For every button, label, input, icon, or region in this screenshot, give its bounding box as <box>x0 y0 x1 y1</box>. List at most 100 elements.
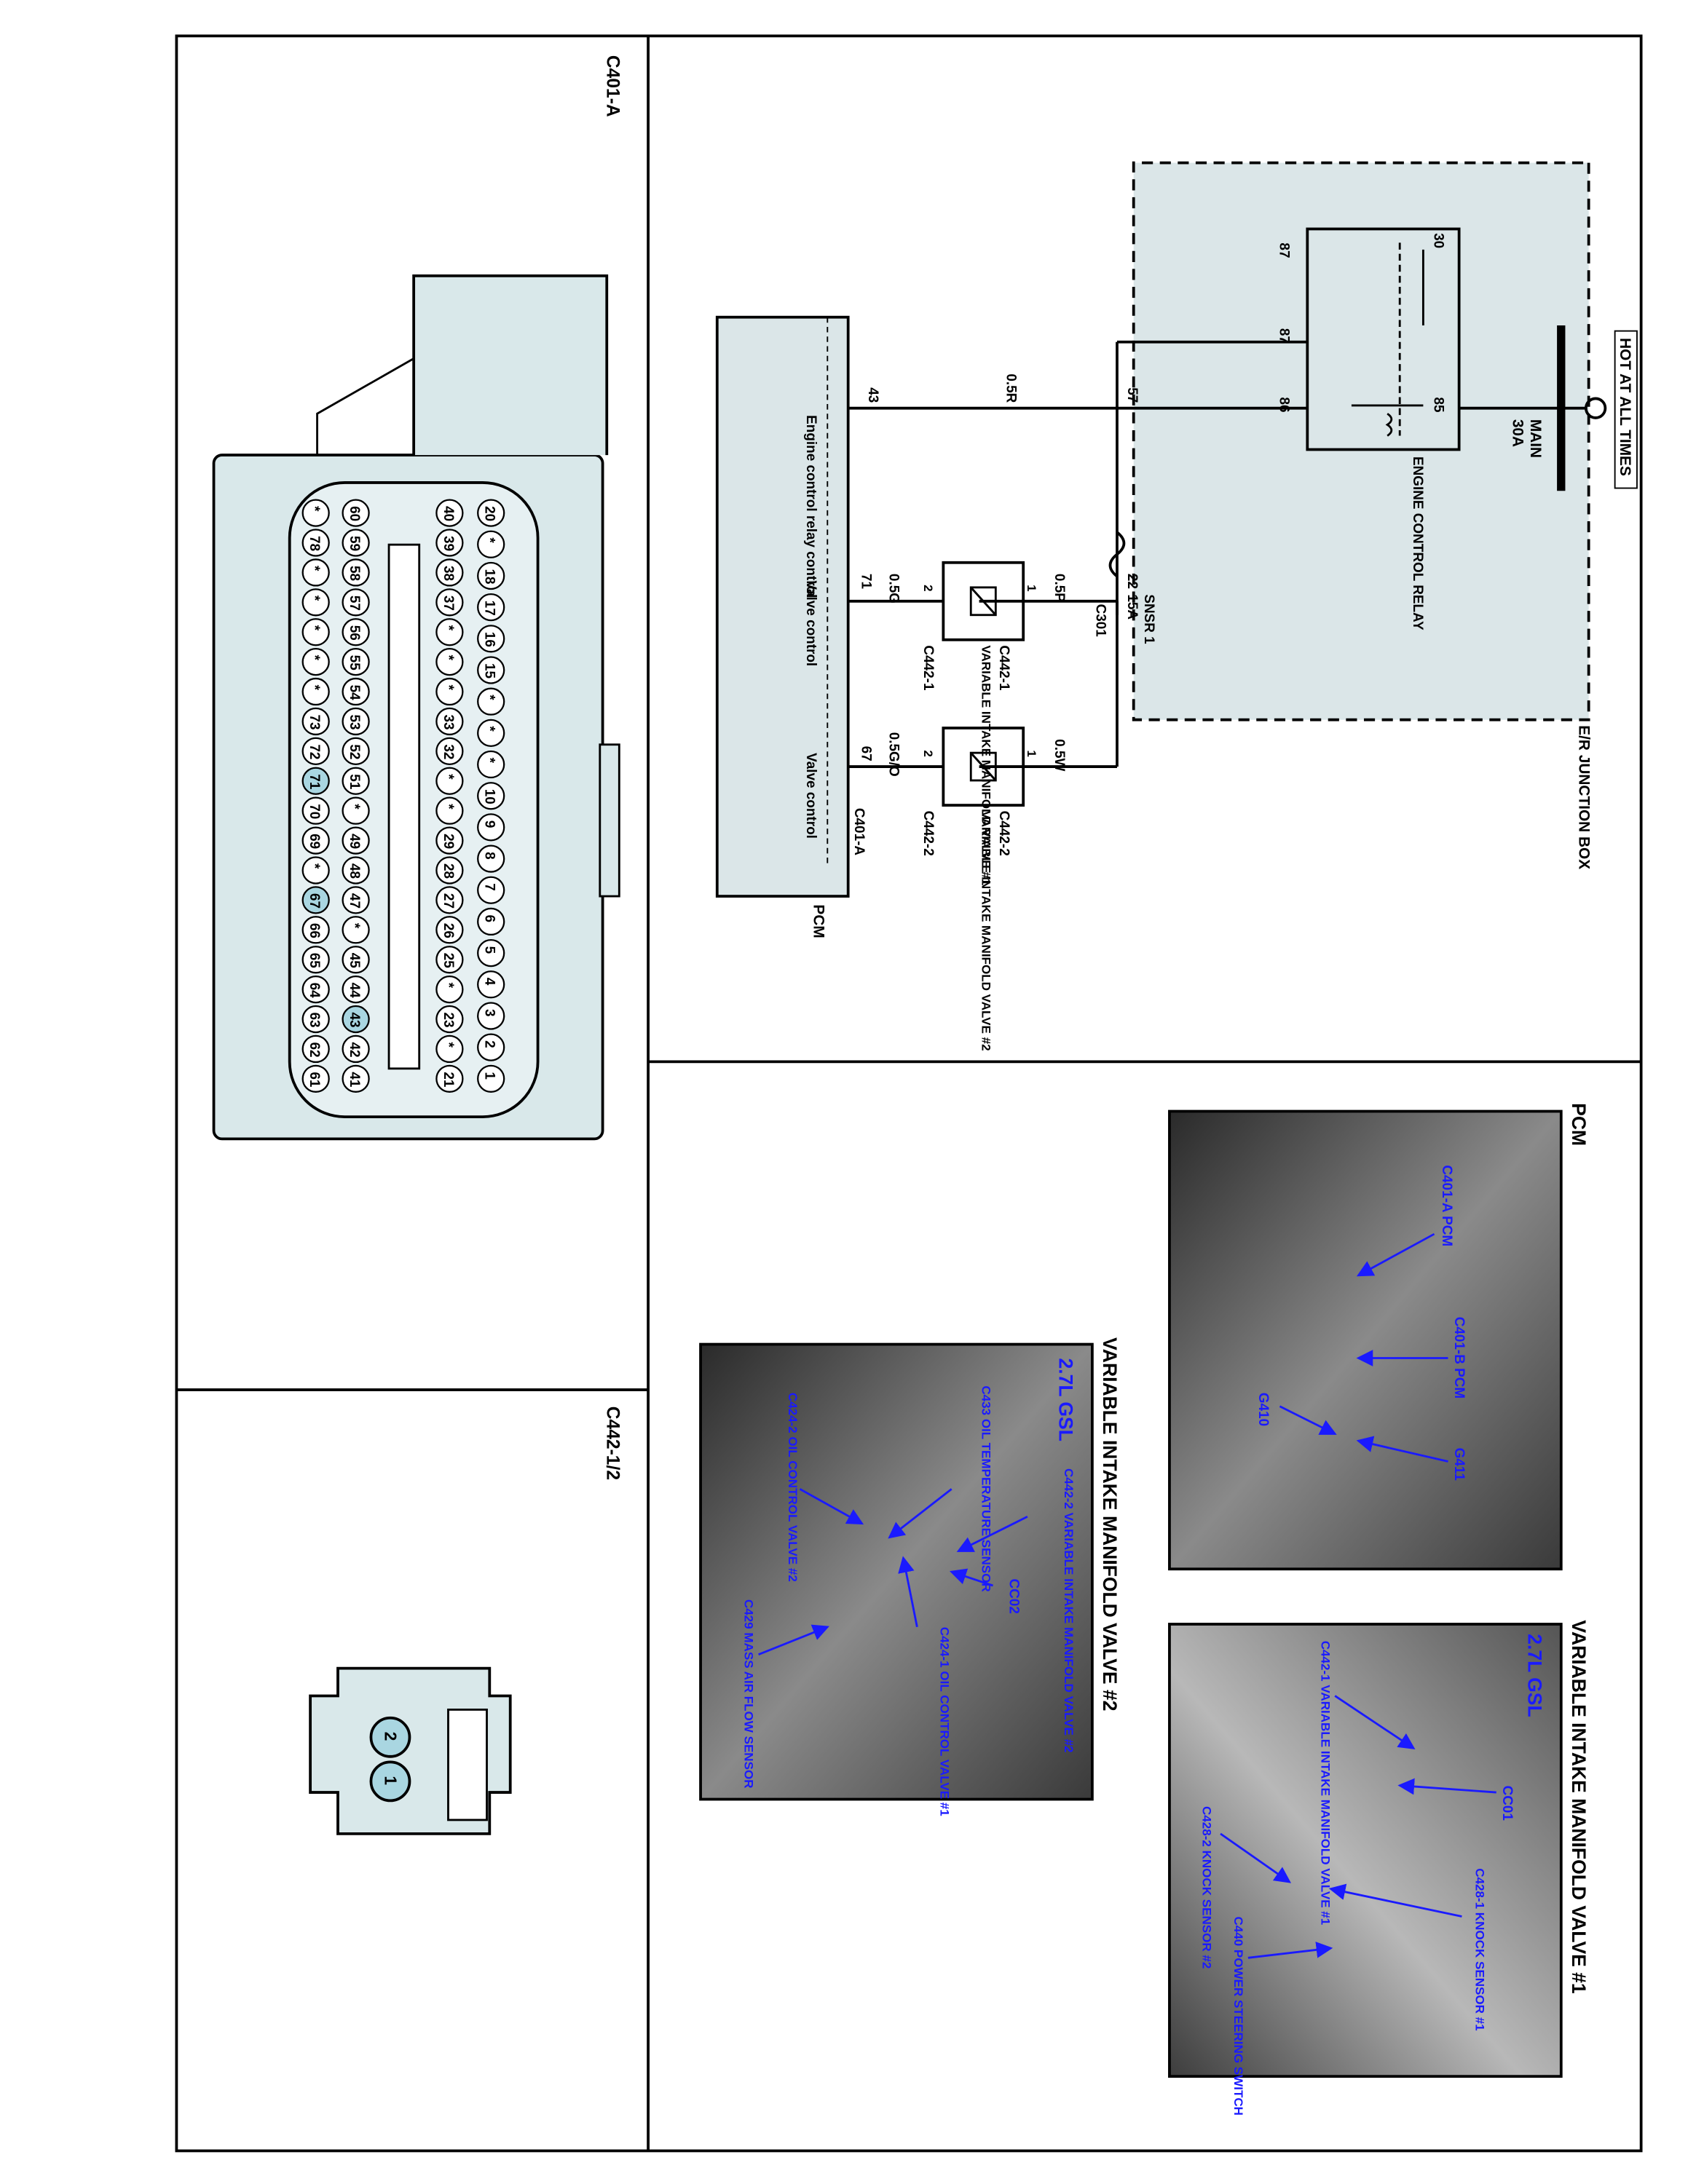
schematic: E/R JUNCTION BOX HOT AT ALL TIMES MAIN 3… <box>715 161 1638 1051</box>
c401a-pin-label: * <box>441 655 456 661</box>
c401a-pin-grid: 20*18171615***1098765432140393837***3332… <box>301 499 505 1093</box>
c401a-pin <box>477 844 505 873</box>
valve-1-pin-1: 1 <box>1025 585 1038 591</box>
c401a-pin-label: 73 <box>307 714 322 729</box>
c401a-pin <box>435 618 464 646</box>
c401a-pin <box>342 588 370 617</box>
photo-valve-1-label-c428-1: C428-1 KNOCK SENSOR #1 <box>1472 1868 1486 2030</box>
photo-valve-2-label-c442-2: C442-2 VARIABLE INTAKE MANIFOLD VALVE #2 <box>1062 1468 1076 1753</box>
c401a-pin-label: 26 <box>441 923 456 938</box>
c401a-pin <box>477 907 505 936</box>
c401a-pin-label: * <box>482 726 497 732</box>
c401a-pin-label: 39 <box>441 536 456 551</box>
pcm-name: PCM <box>810 904 827 938</box>
c401a-pin-label: 28 <box>441 863 456 879</box>
c401a-pin-label: 45 <box>347 953 362 968</box>
c401a-pin-label: * <box>307 596 322 601</box>
valve-2-connector-bottom: C442-2 <box>920 811 936 856</box>
c401a-pin-label: 44 <box>347 983 362 999</box>
snsr1-fuse-name: SNSR 1 <box>1141 594 1156 644</box>
c401a-pin-label: 4 <box>482 978 497 986</box>
main-fuse-name: MAIN <box>1527 419 1544 458</box>
relay-pin-86: 86 <box>1276 397 1291 413</box>
solenoid-icon <box>969 586 997 617</box>
c401a-pin-label: 29 <box>441 834 456 849</box>
c401a-pin-label: 55 <box>347 655 362 670</box>
photo-pcm-title: PCM <box>1568 1103 1590 1146</box>
c401a-pin <box>435 886 464 914</box>
c401a-pin <box>301 737 330 765</box>
c401a-pin <box>435 707 464 736</box>
c401a-pin <box>301 916 330 944</box>
c401a-pin <box>342 737 370 765</box>
c401a-pin-label: 61 <box>307 1072 322 1087</box>
c401a-pin <box>477 1002 505 1030</box>
c401a-pin-label: 72 <box>307 744 322 759</box>
c401a-pin <box>342 707 370 736</box>
c401a-pin-label: * <box>307 506 322 512</box>
main-fuse-rating: 30A <box>1509 419 1526 447</box>
pcm-relay-control-label: Engine control relay control <box>803 415 819 598</box>
snsr1-fuse-rating: 15A <box>1124 594 1140 620</box>
c401a-pin <box>477 970 505 999</box>
c401a-pin <box>477 593 505 622</box>
relay-pin-87b: 87 <box>1276 328 1291 344</box>
connector-c442-title: C442-1/2 <box>602 1406 622 1480</box>
c401a-pin <box>342 946 370 974</box>
photo-valve-2-label-c424-1: C424-1 OIL CONTROL VALVE #1 <box>938 1627 952 1816</box>
c401a-pin-label: * <box>441 1042 456 1048</box>
c401a-pin-label: * <box>441 804 456 810</box>
c401a-pin <box>301 558 330 587</box>
photo-valve-1-title: VARIABLE INTAKE MANIFOLD VALVE #1 <box>1568 1620 1590 1993</box>
c401a-pin <box>477 876 505 904</box>
c401a-pin <box>342 677 370 706</box>
c401a-pin <box>301 946 330 974</box>
c401a-pin-label: 6 <box>482 914 497 922</box>
c401a-pin <box>342 796 370 825</box>
pcm-valve-control-1-label: Valve control <box>803 580 819 666</box>
c401a-pin <box>477 719 505 747</box>
relay-pin-87a: 87 <box>1276 242 1291 258</box>
c401a-pin-label: 49 <box>347 834 362 849</box>
pin-57: 57 <box>1124 387 1140 403</box>
c442-pin-1: 1 <box>381 1776 400 1785</box>
c401a-pin-label: 57 <box>347 596 362 611</box>
c401a-pin <box>342 886 370 914</box>
c401a-pin-label: * <box>307 566 322 571</box>
c401a-pin <box>301 1005 330 1034</box>
c401a-pin-label: 58 <box>347 566 362 581</box>
engine-control-relay <box>1306 227 1461 451</box>
c401a-pin <box>435 1064 464 1093</box>
c401a-pin-label: 27 <box>441 893 456 909</box>
photo-valve-1-label-c442-1: C442-1 VARIABLE INTAKE MANIFOLD VALVE #1 <box>1318 1641 1332 1926</box>
connector-c401a-title: C401-A <box>602 55 622 117</box>
c401a-pin <box>477 561 505 590</box>
c401a-pin <box>301 856 330 885</box>
c401a-pin <box>301 1034 330 1064</box>
c401a-pin-label: * <box>441 983 456 989</box>
c442-pin-2: 2 <box>381 1732 400 1741</box>
c401a-pin-label: 65 <box>307 953 322 968</box>
solenoid-icon <box>969 751 997 782</box>
wire-05W: 0.5W <box>1052 739 1067 771</box>
c401a-pin <box>435 826 464 855</box>
ground-symbol-icon <box>1563 397 1607 419</box>
valve-2-pin-1: 1 <box>1025 750 1038 756</box>
c401a-pin-label: 20 <box>482 506 497 521</box>
c401a-pin <box>477 530 505 558</box>
pin-43: 43 <box>865 387 880 403</box>
c401a-pin <box>435 916 464 944</box>
c401a-pin <box>477 813 505 842</box>
c401a-pin <box>477 750 505 779</box>
c401a-pin <box>301 648 330 676</box>
photo-valve-1-label-c428-2: C428-2 KNOCK SENSOR #2 <box>1199 1806 1213 1969</box>
c401a-pin-label: 47 <box>347 893 362 909</box>
c401a-pin <box>301 618 330 646</box>
c401a-pin-label: * <box>307 685 322 691</box>
c401a-pin <box>435 975 464 1004</box>
c401a-pin-label: 51 <box>347 774 362 789</box>
c401a-pin-label: * <box>307 863 322 869</box>
c401a-pin <box>477 499 505 527</box>
valve-2-connector-top: C442-2 <box>996 811 1011 856</box>
